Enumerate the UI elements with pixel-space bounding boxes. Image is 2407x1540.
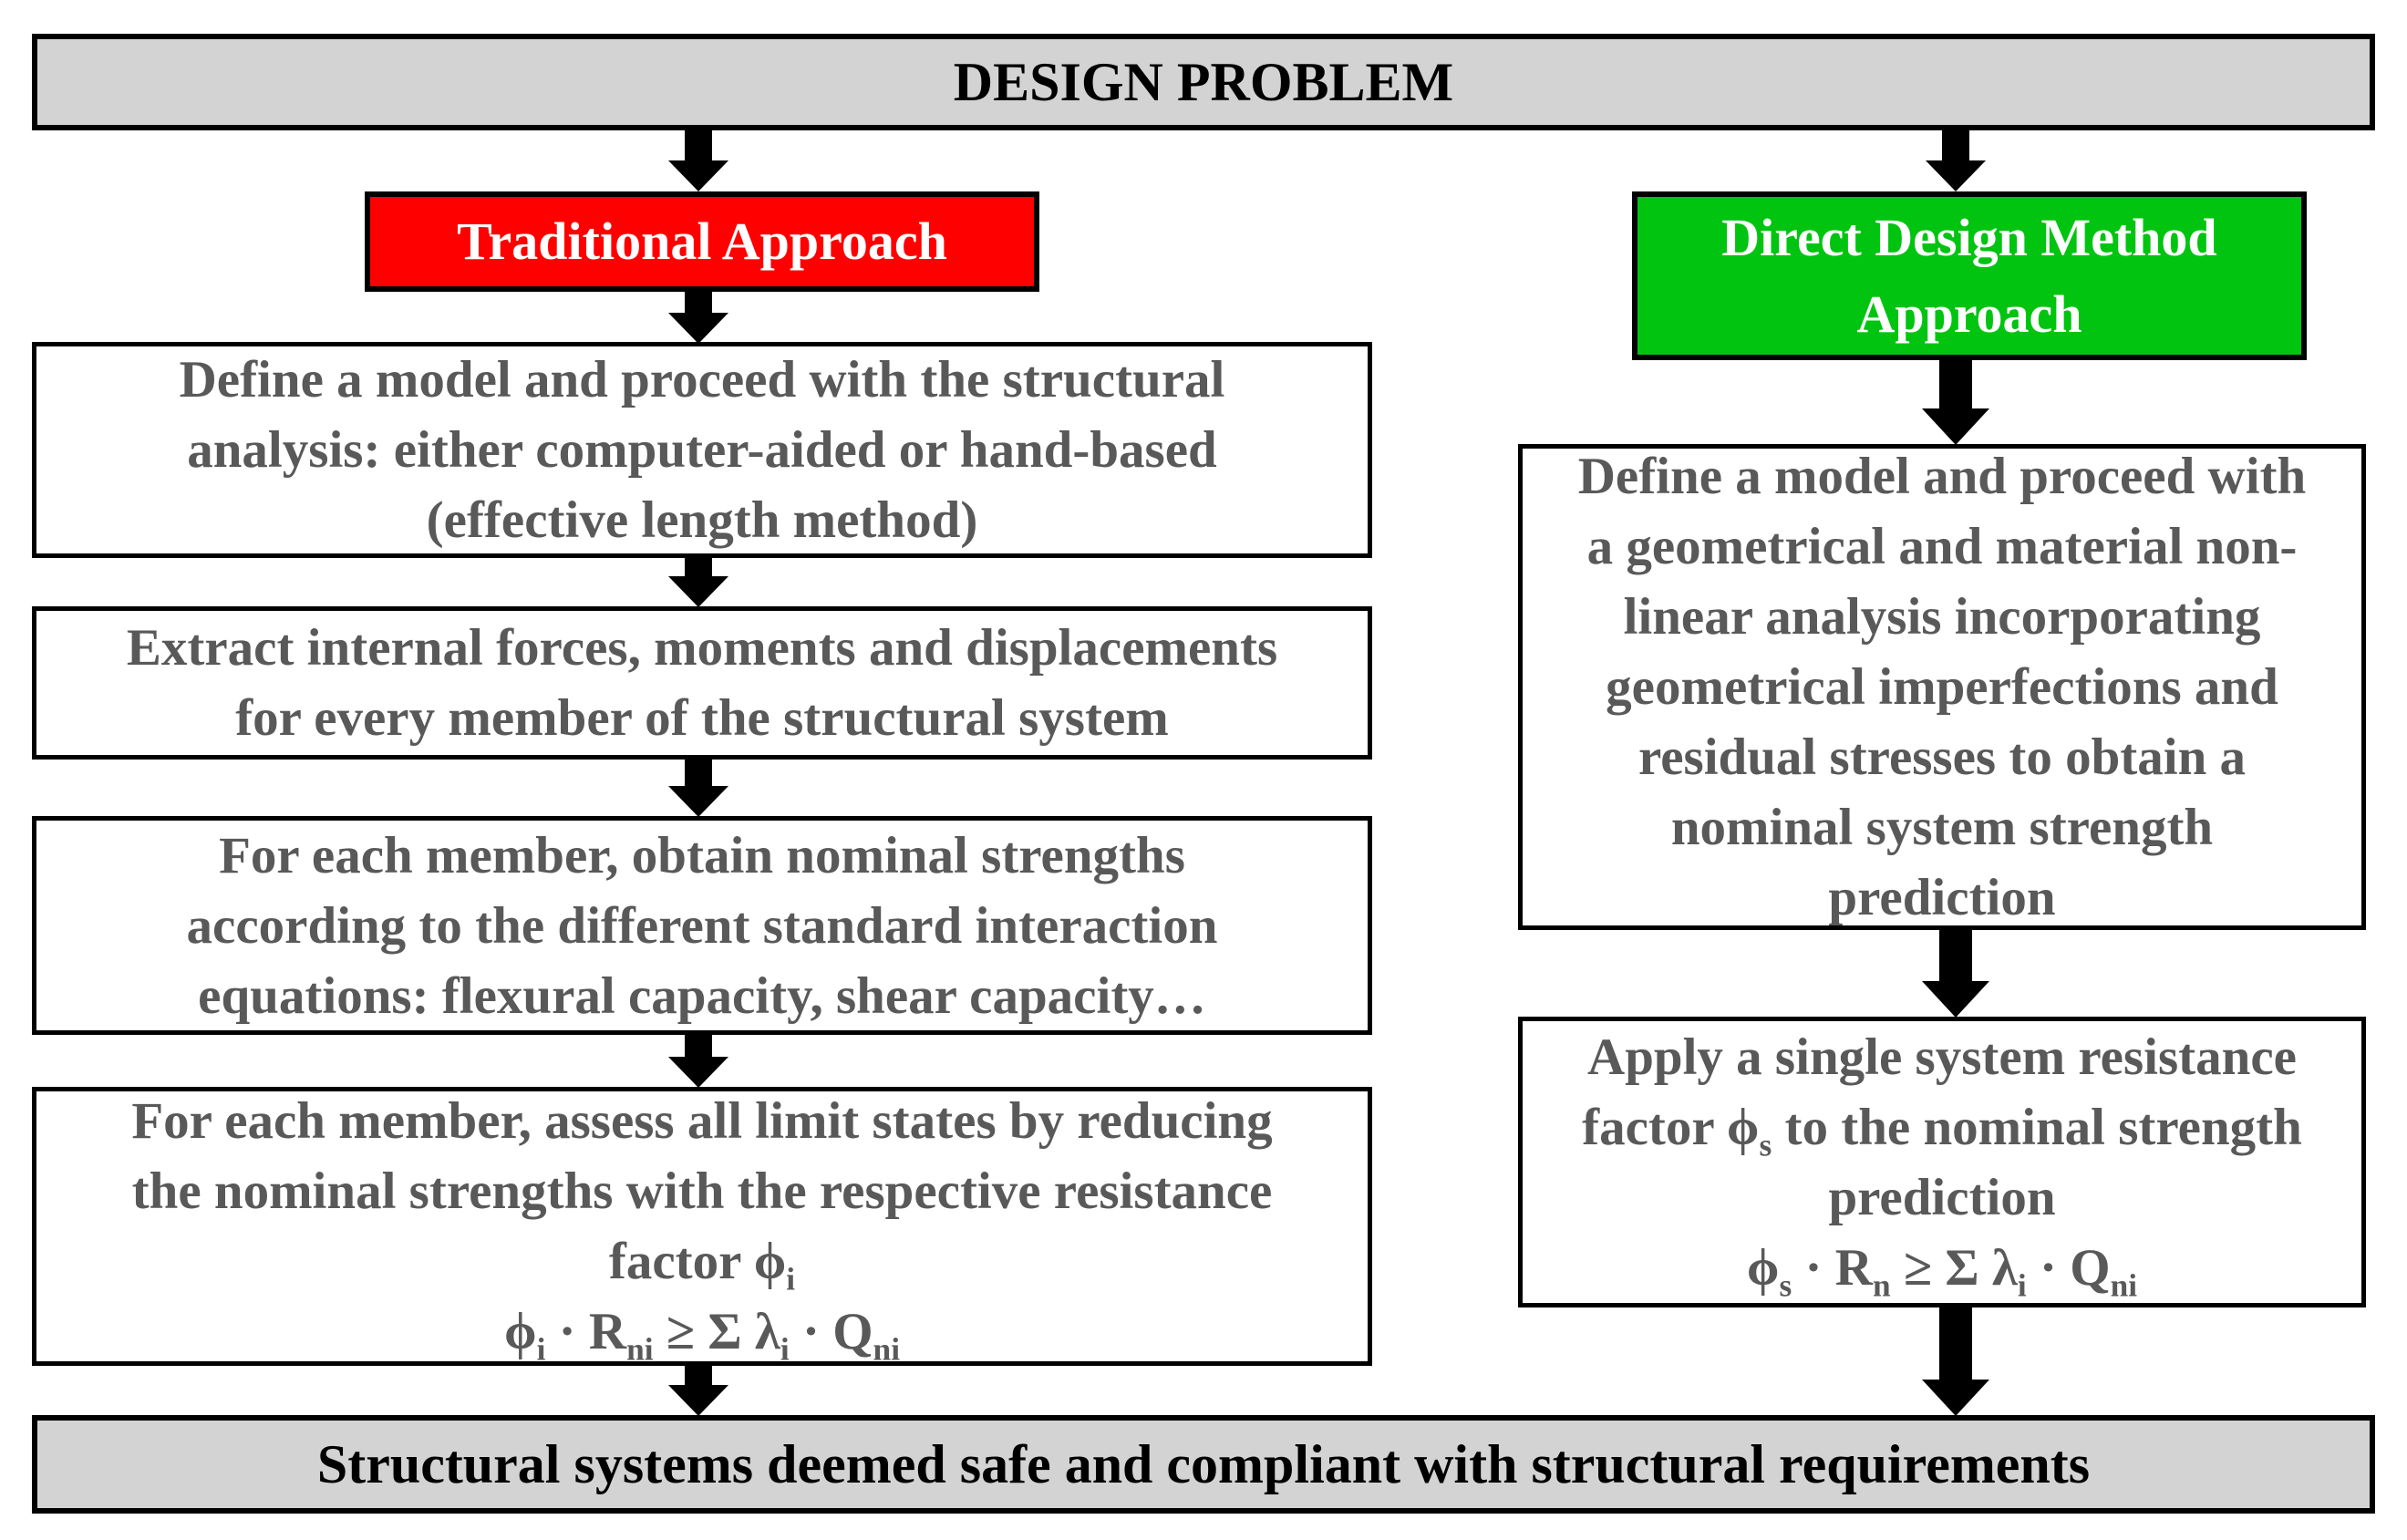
arrow-stem <box>1939 928 1972 981</box>
arrow-head-icon <box>1922 981 1989 1018</box>
arrow-traditional-to-step1-icon <box>668 290 728 344</box>
left-step-limit-states-content: For each member, assess all limit states… <box>58 1086 1346 1367</box>
arrow-head-icon <box>668 1057 728 1088</box>
arrow-step4-to-conclusion-icon <box>668 1364 728 1416</box>
arrow-stem <box>685 290 712 313</box>
arrow-stem <box>685 1033 712 1057</box>
arrow-head-icon <box>1926 160 1986 191</box>
right-step-nonlinear-analysis-text: Define a model and proceed with a geomet… <box>1577 448 2307 926</box>
right-step-resistance-factor-text: Apply a single system resistance factor … <box>1582 1028 2302 1226</box>
arrow-step2-to-step3-icon <box>668 758 728 817</box>
left-step-limit-states-formula: ϕi · Rni ≥ Σ λi · Qni <box>503 1303 901 1368</box>
arrow-step1-to-step2-icon <box>668 556 728 607</box>
design-problem-label: DESIGN PROBLEM <box>953 52 1454 112</box>
arrow-head-icon <box>1922 408 1989 445</box>
arrow-head-icon <box>668 313 728 344</box>
right-step-resistance-factor-content: Apply a single system resistance factor … <box>1544 1022 2340 1303</box>
arrow-direct-design-to-step1-icon <box>1922 358 1989 445</box>
conclusion-label: Structural systems deemed safe and compl… <box>316 1434 2091 1494</box>
direct-design-method-label: Direct Design Method Approach <box>1721 207 2217 344</box>
left-step-limit-states-text: For each member, assess all limit states… <box>131 1092 1273 1297</box>
left-step-extract-forces-box: Extract internal forces, moments and dis… <box>32 606 1372 760</box>
right-step-resistance-factor-formula: ϕs · Rn ≥ Σ λi · Qni <box>1746 1238 2138 1303</box>
arrow-stem <box>685 556 712 576</box>
right-step-resistance-factor-box: Apply a single system resistance factor … <box>1518 1017 2366 1307</box>
arrow-design-to-traditional-icon <box>668 130 728 191</box>
arrow-head-icon <box>668 786 728 817</box>
left-step-define-model-box: Define a model and proceed with the stru… <box>32 342 1372 558</box>
arrow-step3-to-step4-icon <box>668 1033 728 1088</box>
arrow-head-icon <box>668 160 728 191</box>
arrow-stem <box>685 130 712 160</box>
conclusion-box: Structural systems deemed safe and compl… <box>32 1415 2375 1514</box>
direct-design-method-header: Direct Design Method Approach <box>1632 191 2307 360</box>
left-step-nominal-strengths-box: For each member, obtain nominal strength… <box>32 816 1372 1035</box>
arrow-stem <box>685 758 712 786</box>
arrow-stem <box>1942 130 1969 160</box>
arrow-head-icon <box>668 576 728 607</box>
right-step-nonlinear-analysis-box: Define a model and proceed with a geomet… <box>1518 444 2366 930</box>
arrow-stem <box>685 1364 712 1385</box>
arrow-head-icon <box>1922 1380 1989 1416</box>
left-step-nominal-strengths-text: For each member, obtain nominal strength… <box>186 826 1218 1025</box>
arrow-stem <box>1939 1306 1972 1380</box>
traditional-approach-header: Traditional Approach <box>365 191 1039 292</box>
arrow-head-icon <box>668 1385 728 1416</box>
left-step-define-model-text: Define a model and proceed with the stru… <box>179 351 1225 549</box>
traditional-approach-label: Traditional Approach <box>457 212 947 271</box>
design-problem-box: DESIGN PROBLEM <box>32 34 2375 130</box>
arrow-right-step1-to-step2-icon <box>1922 928 1989 1018</box>
left-step-limit-states-box: For each member, assess all limit states… <box>32 1087 1372 1366</box>
arrow-right-step2-to-conclusion-icon <box>1922 1306 1989 1416</box>
left-step-extract-forces-text: Extract internal forces, moments and dis… <box>126 619 1278 747</box>
arrow-design-to-direct-design-icon <box>1926 130 1986 191</box>
arrow-stem <box>1939 358 1972 408</box>
